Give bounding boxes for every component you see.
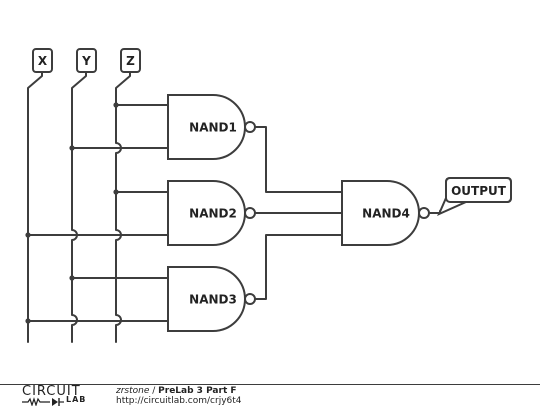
input-label-z-text: Z: [126, 54, 135, 68]
wire-z: [115, 71, 131, 343]
junction-dots: [25, 102, 119, 324]
circuit-title[interactable]: PreLab 3 Part F: [158, 386, 237, 396]
wire-x: [27, 71, 43, 343]
logo-lab: LAB: [66, 395, 87, 404]
junction-z-1: [113, 102, 119, 108]
nand2-label: NAND2: [189, 207, 237, 221]
footer-bar: CIRCUIT LAB zrstone / PreLab 3 Part F ht…: [0, 384, 540, 406]
nand2-gate[interactable]: NAND2: [167, 180, 256, 246]
author-name[interactable]: zrstone: [116, 386, 150, 396]
input-bus: [27, 71, 131, 343]
input-label-y[interactable]: Y: [76, 48, 97, 73]
wire-nand1-out: [255, 126, 343, 193]
input-label-x[interactable]: X: [32, 48, 53, 73]
input-label-x-text: X: [38, 54, 48, 68]
nand4-label: NAND4: [362, 207, 410, 221]
credit-separator: /: [149, 386, 159, 396]
nand3-gate[interactable]: NAND3: [167, 266, 256, 332]
junction-x-2: [25, 318, 31, 324]
nand1-gate[interactable]: NAND1: [167, 94, 256, 160]
logo-wordmark: CIRCUIT: [22, 384, 81, 399]
footer-credit: zrstone / PreLab 3 Part F: [116, 386, 237, 396]
wire-nand3-out: [255, 234, 343, 300]
nand1-label: NAND1: [189, 121, 237, 135]
input-label-y-text: Y: [81, 54, 91, 68]
junction-y-1: [69, 145, 75, 151]
nand3-label: NAND3: [189, 293, 237, 307]
circuitlab-logo[interactable]: CIRCUIT LAB: [22, 384, 102, 406]
input-labels: X Y Z: [32, 48, 141, 73]
junction-z-2: [113, 189, 119, 195]
output-label-text: OUTPUT: [451, 184, 507, 198]
junction-y-2: [69, 275, 75, 281]
junction-x-1: [25, 232, 31, 238]
nand4-gate[interactable]: NAND4: [341, 180, 430, 246]
circuit-schematic: X Y Z: [25, 48, 512, 343]
output-label[interactable]: OUTPUT: [437, 177, 512, 216]
wire-y: [71, 71, 87, 343]
circuit-url[interactable]: http://circuitlab.com/crjy6t4: [116, 396, 242, 406]
gate-input-wires: [27, 104, 169, 322]
input-label-z[interactable]: Z: [120, 48, 141, 73]
